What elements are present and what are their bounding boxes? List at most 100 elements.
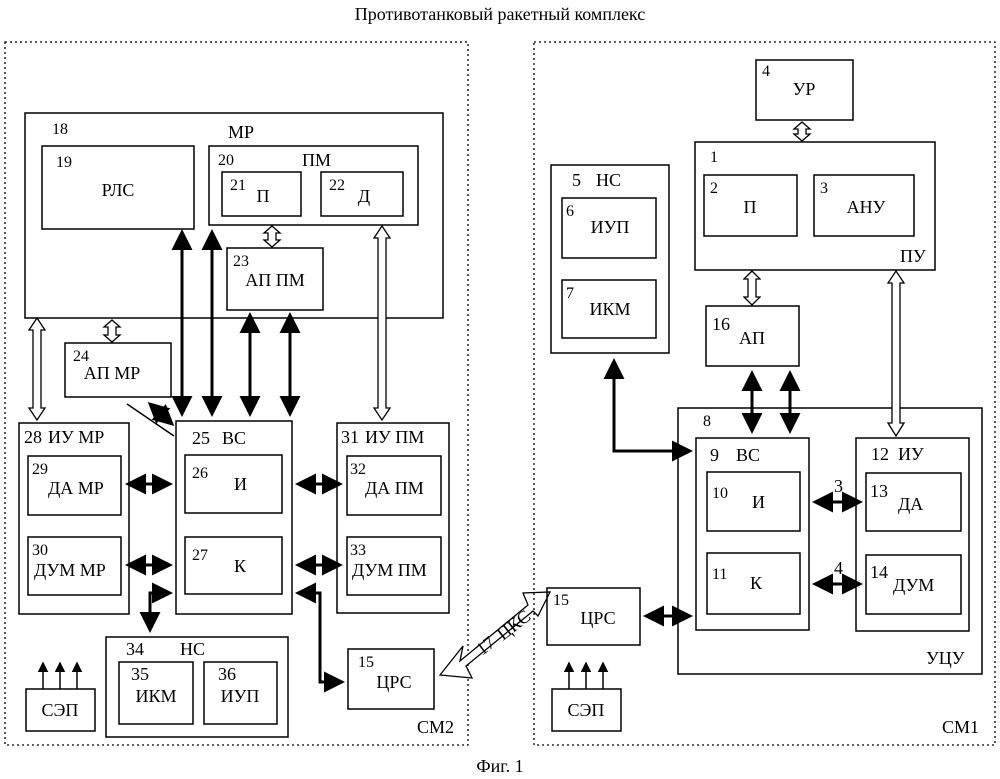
vs-i-label-sm2: И (234, 474, 247, 494)
vs-block-sm1: 9 ВС (696, 438, 809, 630)
mr-label: МР (228, 122, 254, 142)
mr-ap-mr-arrow (104, 320, 120, 342)
iup-number-sm2: 36 (218, 664, 236, 684)
ap-number-sm1: 16 (712, 314, 730, 334)
pm-d-block: 22 Д (321, 172, 403, 216)
da-pm-block: 32 ДА ПМ (347, 456, 441, 515)
anu-label: АНУ (847, 197, 886, 217)
pu-p-block: 2 П (704, 175, 797, 236)
sm2-boundary (5, 42, 468, 745)
dum-mr-number: 30 (32, 542, 48, 559)
sm1-label: СМ1 (942, 717, 979, 737)
da-pm-label: ДА ПМ (365, 478, 424, 498)
da-mr-label: ДА МР (48, 478, 104, 498)
ap-block-sm1: 16 АП (706, 306, 799, 366)
ur-label: УР (793, 79, 816, 99)
pm-p-label: П (257, 186, 270, 206)
da-pm-number: 32 (350, 461, 366, 478)
vs-i-label-sm1: И (752, 492, 765, 512)
crs-number-sm1: 15 (553, 592, 569, 609)
ikm-number-sm1: 7 (566, 285, 574, 302)
ap-mr-block: 24 АП МР (65, 343, 171, 397)
vs-i-block-sm1: 10 И (707, 472, 800, 531)
vs-label-sm1: ВС (736, 445, 760, 465)
pm-p-block: 21 П (222, 172, 301, 216)
vs-k-number-sm1: 11 (712, 566, 727, 583)
da-block-sm1: 13 ДА (866, 473, 961, 531)
dum-pm-number: 33 (350, 542, 366, 559)
pu-label: ПУ (900, 246, 926, 266)
vs-crs-arrow (298, 593, 342, 682)
iu-mr-block: 28 ИУ МР (19, 423, 129, 614)
dum-number-sm1: 14 (870, 562, 888, 582)
iup-label-sm2: ИУП (221, 686, 260, 706)
iu-mr-number: 28 (24, 427, 42, 447)
dum-block-sm1: 14 ДУМ (866, 555, 961, 614)
ur-block: 4 УР (756, 60, 853, 120)
rls-label: РЛС (102, 180, 135, 200)
ikm-number-sm2: 35 (131, 664, 149, 684)
da-label-sm1: ДА (898, 494, 923, 514)
pm-ap-pm-arrow (264, 226, 280, 247)
ap-pm-label: АП ПМ (245, 270, 305, 290)
ikm-block-sm1: 7 ИКМ (562, 280, 656, 338)
ns-number-sm2: 34 (126, 639, 144, 659)
sep-label-sm1: СЭП (568, 700, 605, 720)
da-mr-block: 29 ДА МР (28, 456, 121, 515)
iu-label-sm1: ИУ (898, 444, 924, 464)
crs-label-sm2: ЦРС (376, 672, 411, 692)
iup-number-sm1: 6 (566, 203, 574, 220)
vs-k-label-sm1: К (750, 573, 763, 593)
ns-block-sm1: 5 НС (551, 165, 669, 353)
rls-block: 19 РЛС (42, 146, 194, 229)
ns-label-sm1: НС (596, 170, 621, 190)
crs-number-sm2: 15 (358, 654, 374, 671)
pu-block: 1 ПУ (695, 142, 935, 270)
ikm-label-sm1: ИКМ (589, 299, 630, 319)
ap-pm-block: 23 АП ПМ (227, 248, 323, 310)
iu-mr-label: ИУ МР (48, 427, 104, 447)
crs-block-sm2: 15 ЦРС (348, 649, 434, 709)
vs-ns-arrow (150, 593, 170, 630)
mr-iu-mr-bus-arrow (29, 318, 45, 420)
ucu-label: УЦУ (926, 648, 965, 668)
iu-number-sm1: 12 (871, 444, 889, 464)
pu-number: 1 (710, 149, 718, 166)
vs-block-sm2: 25 ВС (176, 421, 292, 614)
ap-mr-label: АП МР (84, 363, 141, 383)
crs-block-sm1: 15 ЦРС (547, 588, 640, 645)
iup-block-sm2: 36 ИУП (204, 662, 277, 724)
vs-number-sm1: 9 (710, 445, 719, 465)
da-number-sm1: 13 (870, 481, 888, 501)
crs-label-sm1: ЦРС (580, 608, 615, 628)
ns-number-sm1: 5 (572, 170, 581, 190)
pu-ap-arrow (744, 271, 760, 305)
dum-mr-label: ДУМ МР (34, 560, 106, 580)
iu-pm-block: 31 ИУ ПМ (337, 423, 449, 613)
iup-block-sm1: 6 ИУП (562, 198, 656, 258)
vs-k-block-sm1: 11 К (707, 553, 800, 614)
anu-number: 3 (820, 180, 828, 197)
vs-k-block-sm2: 27 К (185, 537, 282, 594)
figure-title: Противотанковый ракетный комплекс (355, 4, 645, 24)
pm-label: ПМ (302, 150, 331, 170)
pu-iu-bus-arrow (888, 271, 904, 436)
dum-pm-block: 33 ДУМ ПМ (347, 537, 441, 595)
iu-pm-label: ИУ ПМ (365, 427, 424, 447)
pm-d-number: 22 (329, 177, 345, 194)
ap-pm-number: 23 (233, 253, 249, 270)
sm2-label: СМ2 (417, 717, 454, 737)
ur-number: 4 (762, 63, 770, 80)
pu-p-label: П (744, 197, 757, 217)
vs-i-block-sm2: 26 И (185, 455, 282, 513)
ur-pu-arrow (794, 122, 810, 141)
anu-block: 3 АНУ (814, 175, 914, 236)
pm-d-label: Д (358, 186, 370, 206)
iu-block-sm1: 12 ИУ (856, 438, 969, 631)
ns-label-sm2: НС (180, 639, 205, 659)
vs-k-label-sm2: К (234, 556, 247, 576)
ucu-block: 8 УЦУ (678, 408, 982, 674)
vs-label-sm2: ВС (222, 428, 246, 448)
mr-number: 18 (52, 121, 68, 138)
vs-i-number-sm2: 26 (192, 465, 208, 482)
